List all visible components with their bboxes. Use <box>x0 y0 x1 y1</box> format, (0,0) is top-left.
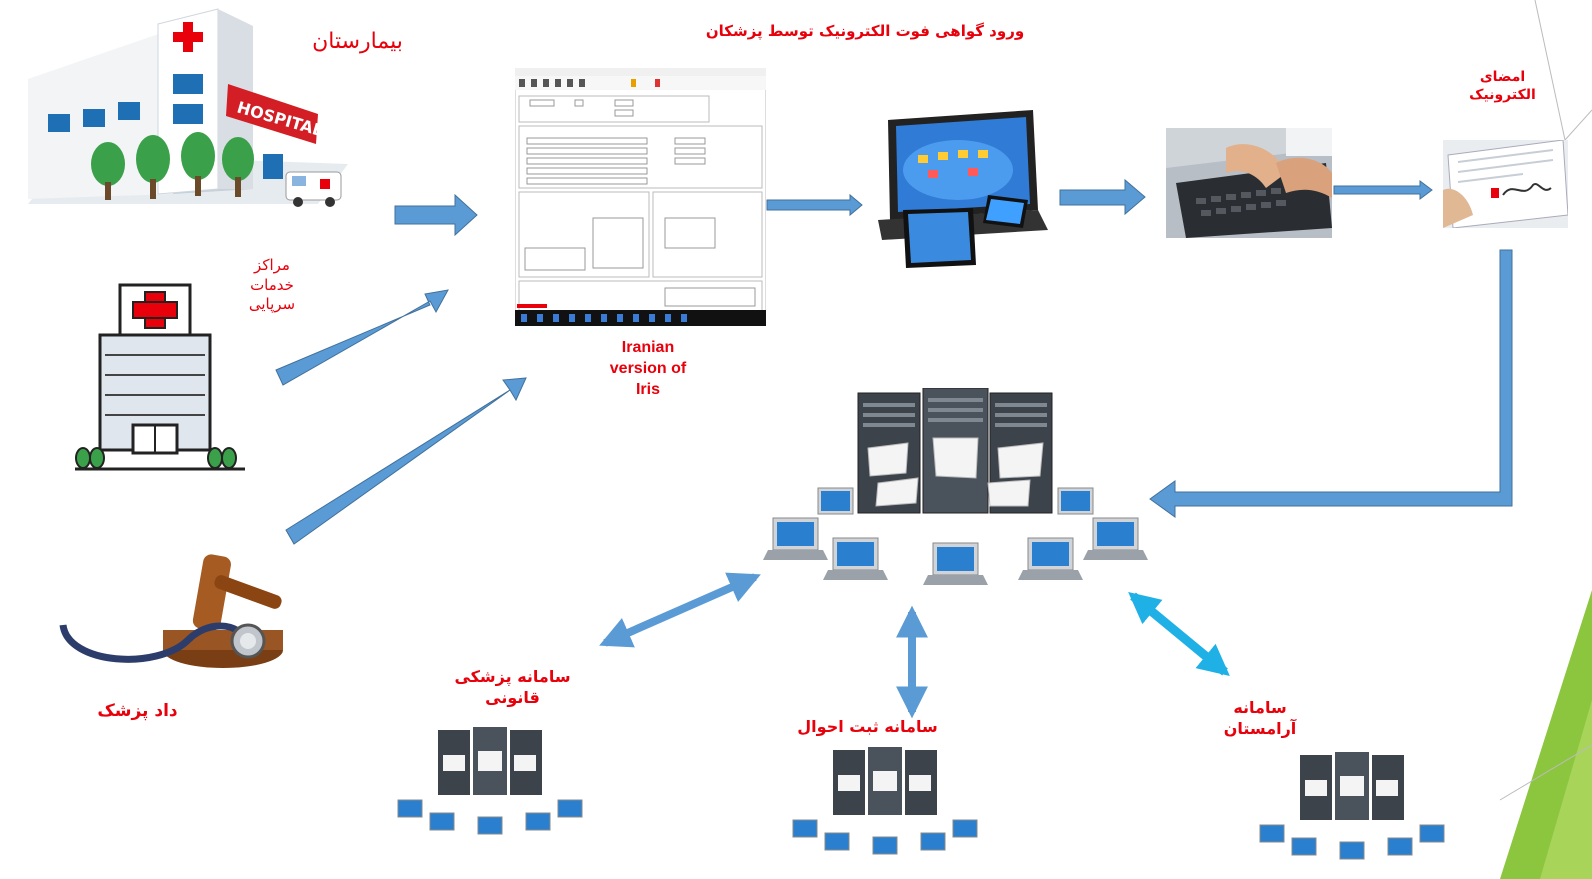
arrow-gavel <box>285 377 527 545</box>
label-entry: ورود گواهی فوت الکترونیک توسط پزشکان <box>705 22 1025 40</box>
label-outpatient-2: خدمات <box>250 275 294 294</box>
label-hospital: بیمارستان <box>312 29 403 54</box>
label-signature: امضای الکترونیک <box>1445 68 1560 104</box>
label-outpatient-1: مراکز <box>254 256 290 274</box>
label-forensic-doctor: داد پزشک <box>97 701 178 721</box>
label-iris-2: version of <box>609 359 687 377</box>
server-network-icon-cemetery <box>1259 752 1445 860</box>
label-iris: Iranian version of Iris <box>588 338 708 400</box>
arrow-hospital <box>394 193 478 237</box>
iris-software-screenshot <box>515 68 766 326</box>
label-outpatient: مراکز خدمات سرپایی <box>232 256 312 315</box>
tablet-signature-photo <box>1443 140 1568 228</box>
label-cemetery: سامانه آرامستان <box>1210 698 1310 740</box>
label-legal-medicine-2: قانونی <box>485 687 540 707</box>
server-network-icon-civil <box>792 747 978 855</box>
label-cemetery-2: آرامستان <box>1223 718 1297 738</box>
label-legal-medicine-1: سامانه پزشکی <box>454 667 571 686</box>
laptop-tablet-phone-icon <box>878 110 1048 268</box>
label-signature-2: الکترونیک <box>1469 87 1536 104</box>
label-iris-1: Iranian <box>621 339 675 356</box>
hospital-building-icon: HOSPITAL <box>28 8 348 207</box>
label-legal-medicine: سامانه پزشکی قانونی <box>445 667 580 709</box>
gavel-stethoscope-icon <box>59 554 283 668</box>
arrow-legal-medicine <box>599 572 761 648</box>
label-cemetery-1: سامانه <box>1233 698 1287 717</box>
label-signature-1: امضای <box>1479 69 1526 85</box>
label-civil-registry: سامانه ثبت احوال <box>797 717 938 736</box>
arrow-to-server <box>1149 249 1513 518</box>
label-outpatient-3: سرپایی <box>248 295 296 313</box>
keyboard-typing-photo <box>1166 128 1332 238</box>
arrow-cemetery <box>1128 591 1230 677</box>
arrow-to-signature <box>1333 180 1433 200</box>
arrow-to-devices <box>766 193 863 217</box>
server-network-icon-legal <box>397 727 583 835</box>
clinic-building-icon <box>75 283 245 471</box>
label-iris-3: Iris <box>635 380 660 398</box>
server-network-icon <box>763 388 1148 585</box>
arrow-clinic <box>275 289 449 386</box>
arrow-to-typing <box>1059 178 1146 216</box>
